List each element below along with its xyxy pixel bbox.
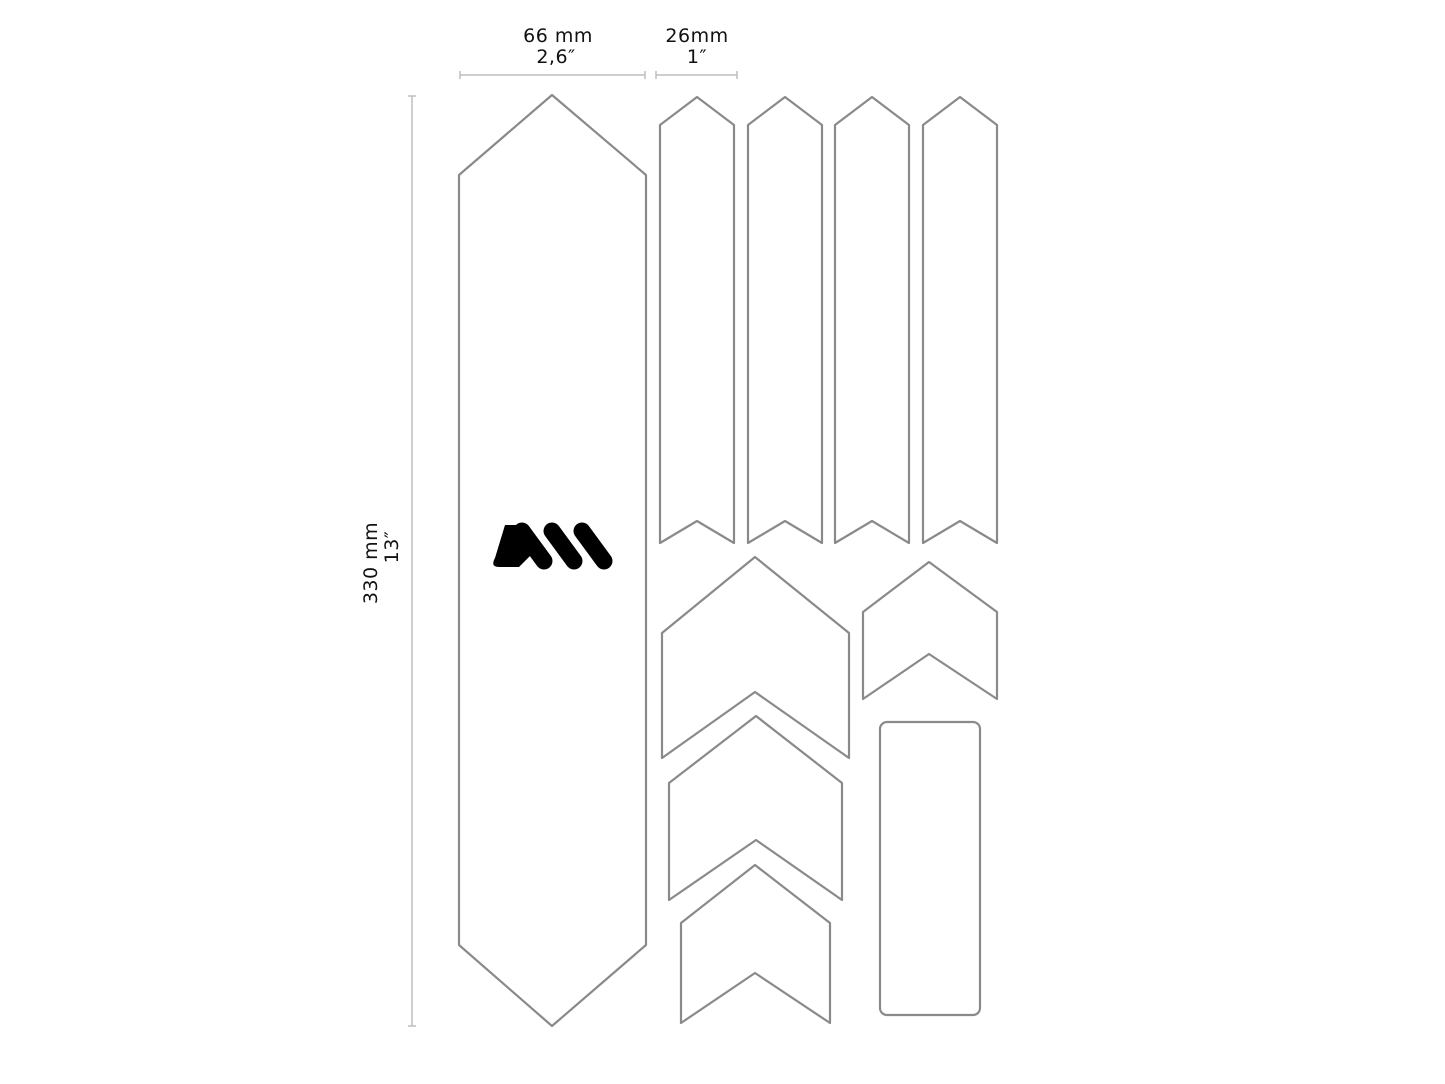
logo-bar-2	[513, 522, 553, 570]
width-large-imperial: 2,6″	[536, 46, 575, 68]
chevron-large-piece	[660, 555, 851, 760]
height-metric: 330 mm	[360, 522, 382, 604]
chevron-small-right-piece	[861, 560, 999, 701]
dimension-width-strip: 26mm 1″	[655, 25, 738, 79]
width-strip-imperial: 1″	[687, 46, 707, 68]
logo-bar-3	[543, 522, 583, 570]
height-imperial: 13″	[381, 531, 403, 564]
chevron-bottom-piece	[679, 863, 832, 1025]
strips-group	[658, 95, 999, 545]
dimension-width-large: 66 mm 2,6″	[459, 25, 646, 79]
strip-piece-2	[746, 95, 824, 545]
large-hexagon-piece	[457, 93, 648, 1028]
width-large-metric: 66 mm	[523, 25, 593, 47]
strip-piece-3	[833, 95, 911, 545]
dimension-height: 330 mm 13″	[360, 95, 416, 1027]
rectangle-piece	[878, 720, 982, 1017]
brand-logo-icon	[493, 522, 613, 570]
logo-bar-4	[573, 522, 613, 570]
strip-piece-1	[658, 95, 736, 545]
width-strip-metric: 26mm	[665, 25, 728, 47]
strip-piece-4	[921, 95, 999, 545]
chevron-medium-piece	[667, 714, 844, 902]
